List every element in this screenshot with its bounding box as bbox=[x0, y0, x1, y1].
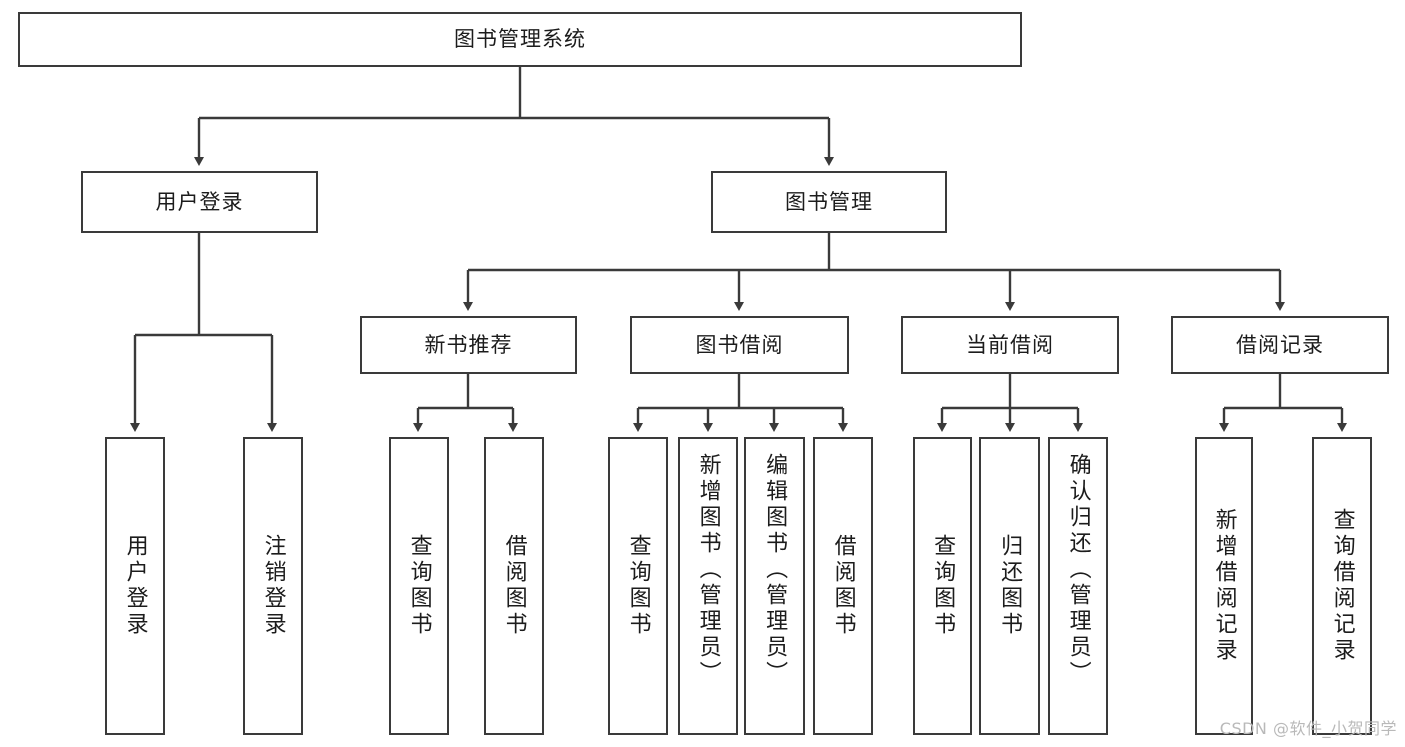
node-label: 新增图书（管理员） bbox=[695, 453, 721, 687]
leaf-current-borrow-return[interactable]: 归还图书 bbox=[979, 437, 1040, 735]
node-label: 用户登录 bbox=[122, 534, 148, 638]
leaf-new-book-query[interactable]: 查询图书 bbox=[389, 437, 449, 735]
watermark-text: CSDN @软件_小贺同学 bbox=[1219, 719, 1397, 738]
node-label: 借阅图书 bbox=[830, 534, 856, 638]
node-label: 新书推荐 bbox=[424, 332, 513, 357]
node-label: 图书借阅 bbox=[695, 332, 784, 357]
node-root-system[interactable]: 图书管理系统 bbox=[18, 12, 1022, 67]
leaf-book-borrow-query[interactable]: 查询图书 bbox=[608, 437, 668, 735]
node-label: 查询借阅记录 bbox=[1329, 508, 1355, 664]
node-label: 借阅图书 bbox=[501, 534, 527, 638]
leaf-current-borrow-confirm-return[interactable]: 确认归还（管理员） bbox=[1048, 437, 1108, 735]
leaf-new-book-borrow[interactable]: 借阅图书 bbox=[484, 437, 544, 735]
node-book-management[interactable]: 图书管理 bbox=[711, 171, 947, 233]
node-new-book-recommend[interactable]: 新书推荐 bbox=[360, 316, 577, 374]
node-label: 当前借阅 bbox=[966, 332, 1054, 357]
leaf-book-borrow-borrow[interactable]: 借阅图书 bbox=[813, 437, 873, 735]
leaf-user-login-logout[interactable]: 注销登录 bbox=[243, 437, 303, 735]
node-label: 新增借阅记录 bbox=[1211, 508, 1237, 664]
leaf-current-borrow-query[interactable]: 查询图书 bbox=[913, 437, 972, 735]
node-label: 图书管理系统 bbox=[454, 27, 586, 52]
leaf-user-login-login[interactable]: 用户登录 bbox=[105, 437, 165, 735]
node-label: 查询图书 bbox=[625, 534, 651, 638]
node-label: 归还图书 bbox=[997, 534, 1023, 638]
leaf-book-borrow-add[interactable]: 新增图书（管理员） bbox=[678, 437, 738, 735]
node-label: 用户登录 bbox=[155, 189, 244, 214]
node-label: 确认归还（管理员） bbox=[1065, 453, 1091, 687]
node-label: 查询图书 bbox=[406, 534, 432, 638]
leaf-book-borrow-edit[interactable]: 编辑图书（管理员） bbox=[744, 437, 805, 735]
node-label: 编辑图书（管理员） bbox=[762, 453, 788, 687]
node-label: 借阅记录 bbox=[1236, 332, 1324, 357]
node-label: 查询图书 bbox=[930, 534, 956, 638]
node-label: 图书管理 bbox=[785, 189, 873, 214]
leaf-borrow-record-query[interactable]: 查询借阅记录 bbox=[1312, 437, 1372, 735]
leaf-borrow-record-add[interactable]: 新增借阅记录 bbox=[1195, 437, 1253, 735]
node-current-borrow[interactable]: 当前借阅 bbox=[901, 316, 1119, 374]
node-borrow-record[interactable]: 借阅记录 bbox=[1171, 316, 1389, 374]
node-user-login[interactable]: 用户登录 bbox=[81, 171, 318, 233]
node-label: 注销登录 bbox=[260, 534, 286, 638]
node-book-borrow[interactable]: 图书借阅 bbox=[630, 316, 849, 374]
